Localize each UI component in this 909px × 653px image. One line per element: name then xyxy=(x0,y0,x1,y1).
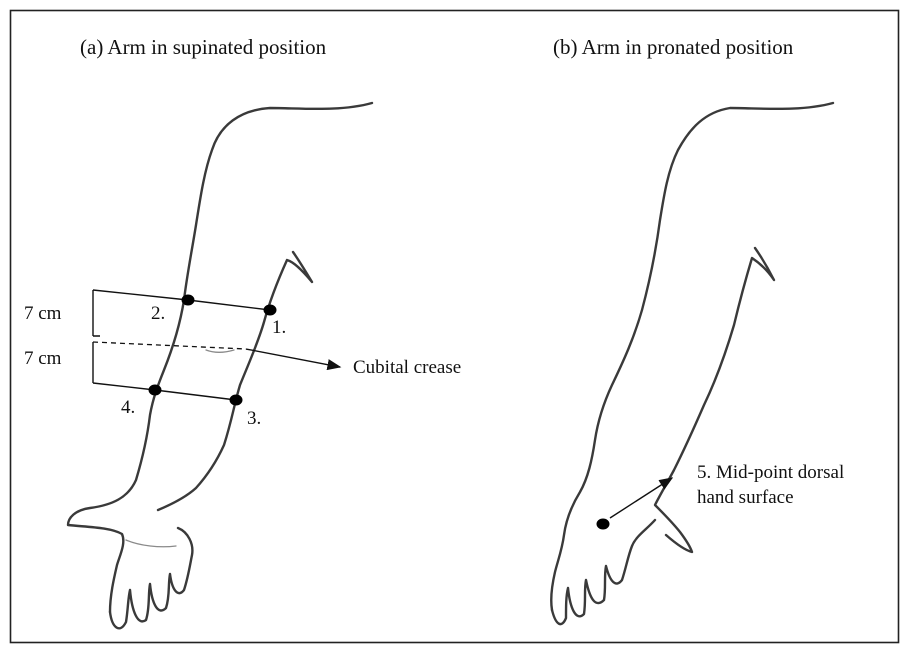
point-3-label: 3. xyxy=(247,408,261,429)
figure-frame xyxy=(11,11,899,643)
point-1-label: 1. xyxy=(272,317,286,338)
point-1 xyxy=(264,305,277,316)
point-2 xyxy=(182,295,195,306)
panel-b-title: (b) Arm in pronated position xyxy=(553,35,794,59)
point-3 xyxy=(230,395,243,406)
point-5 xyxy=(597,519,610,530)
cubital-crease-label: Cubital crease xyxy=(353,357,461,378)
dorsal-label-line2: hand surface xyxy=(697,487,794,508)
point-4 xyxy=(149,385,162,396)
measure-upper-label: 7 cm xyxy=(24,303,62,324)
measure-lower-label: 7 cm xyxy=(24,348,62,369)
dorsal-label-line1: 5. Mid-point dorsal xyxy=(697,462,844,483)
point-4-label: 4. xyxy=(121,397,135,418)
point-2-label: 2. xyxy=(151,303,165,324)
panel-a-title: (a) Arm in supinated position xyxy=(80,35,327,59)
